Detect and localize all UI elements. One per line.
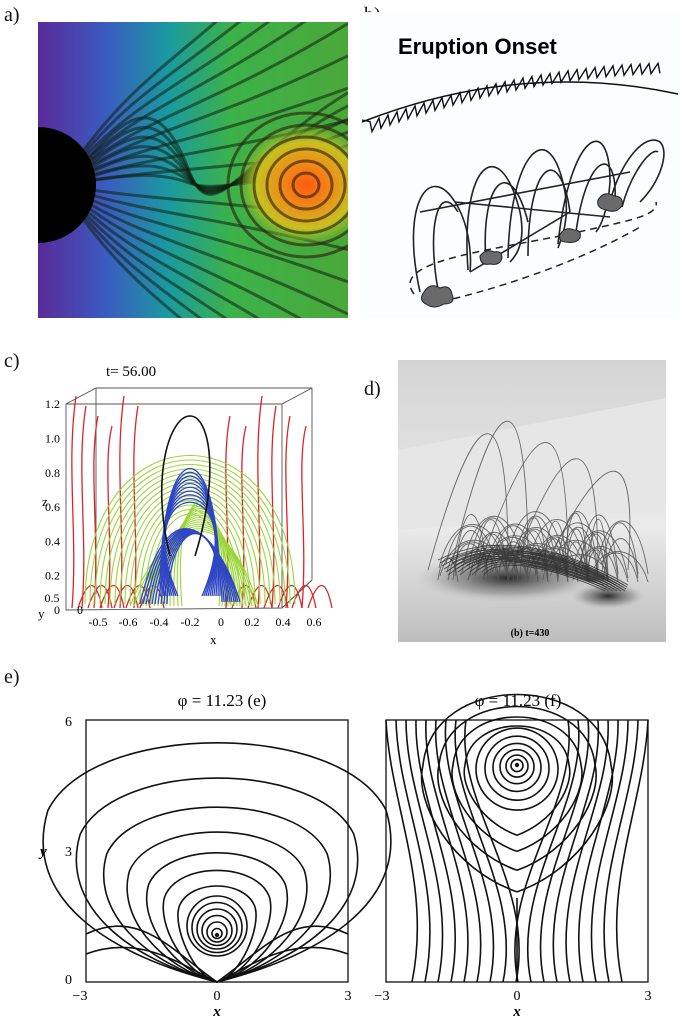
x-tick-label: -0.4 [150, 615, 169, 629]
panel-a-field-map [38, 22, 348, 318]
panel-d-rendering: (b) t=430 [398, 360, 666, 642]
left-x-tick-min: −3 [73, 989, 88, 1004]
left-y-axis-title: y [38, 844, 47, 860]
footpoint-4 [597, 193, 623, 212]
right-x-axis-title: x [512, 1004, 521, 1018]
panel-e-svg: φ = 11.23 (e) φ = 11.23 (f) −3 0 3 x 0 3… [38, 691, 652, 1018]
x-tick-label: -0.2 [181, 615, 200, 629]
right-x-tick-mid: 0 [514, 989, 521, 1004]
x-tick-label: 0.2 [245, 615, 260, 629]
panel-d-label: d) [364, 378, 381, 400]
z-tick-label: 0.2 [45, 569, 60, 583]
panel-d-caption: (b) t=430 [511, 628, 550, 639]
left-y-tick-6: 6 [65, 715, 72, 730]
z-axis-title: z [42, 494, 48, 509]
footpoint-2 [479, 250, 503, 265]
x-axis-title: x [210, 632, 217, 647]
left-y-tick-0: 0 [65, 973, 72, 988]
panel-b-svg: Eruption Onset [361, 34, 679, 308]
z-tick-label: 0 [54, 603, 60, 617]
panel-a-svg [38, 22, 348, 318]
panel-e-contours: φ = 11.23 (e) φ = 11.23 (f) −3 0 3 x 0 3… [20, 684, 680, 1018]
right-x-tick-min: −3 [375, 989, 390, 1004]
panel-b-title: Eruption Onset [398, 34, 558, 59]
panel-e-label: e) [4, 666, 20, 688]
y-axis-title: y [38, 606, 45, 621]
x-tick-label: 0 [218, 615, 224, 629]
x-tick-label: 0.4 [276, 615, 291, 629]
y-tick-label: 0.5 [45, 591, 60, 605]
right-x-tick-max: 3 [645, 989, 652, 1004]
x-tick-label: -0.6 [119, 615, 138, 629]
left-plot-title: φ = 11.23 (e) [178, 691, 267, 710]
solar-disk [38, 127, 96, 243]
left-x-tick-max: 3 [345, 989, 352, 1004]
z-tick-label: 0.4 [45, 534, 60, 548]
y-tick-label: 0 [77, 603, 83, 617]
z-tick-label: 0.8 [45, 466, 60, 480]
panel-c-svg: t= 56.00 00.20.40.60.81.01.2 z -0.6-0.4-… [38, 364, 333, 647]
z-tick-label: 1.2 [45, 397, 60, 411]
panel-a-label: a) [4, 4, 20, 26]
panel-d-svg: (b) t=430 [398, 360, 666, 642]
footpoint-1 [420, 285, 454, 308]
left-x-tick-mid: 0 [214, 989, 221, 1004]
left-x-axis-title: x [212, 1004, 221, 1018]
z-tick-label: 1.0 [45, 432, 60, 446]
panel-c-label: c) [4, 350, 20, 372]
z-tick-label: 0.6 [45, 500, 60, 514]
x-tick-label: 0.6 [307, 615, 322, 629]
panel-c-time: t= 56.00 [106, 364, 156, 380]
panel-b-sketch: Eruption Onset [360, 12, 680, 318]
y-tick-label: -0.5 [89, 615, 108, 629]
left-y-tick-3: 3 [65, 845, 72, 860]
footpoint-3 [559, 228, 581, 243]
